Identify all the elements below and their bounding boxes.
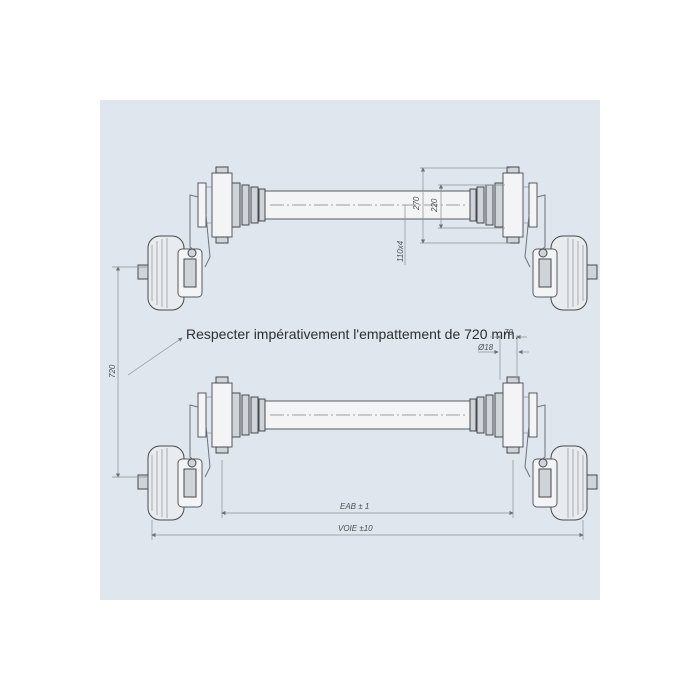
dim-hole-d18: Ø18: [477, 343, 494, 352]
eab-dimension: EAB ± 1: [221, 460, 514, 518]
dim-220: 220: [430, 198, 439, 213]
dim-bolt-pattern: 110x4: [396, 240, 405, 262]
voie-dimension: VOIE ±10: [151, 520, 584, 540]
dim-wheelbase: 720: [108, 364, 117, 378]
bottom-axle-assembly: [137, 376, 598, 521]
wheelbase-dimension: 720: [108, 266, 183, 478]
wheelbase-note: Respecter impérativement l'empattement d…: [186, 326, 519, 342]
dim-voie: VOIE ±10: [338, 524, 373, 533]
flange-dimensions: 70 Ø18: [477, 328, 529, 380]
dim-eab: EAB ± 1: [340, 502, 369, 511]
hub-dimensions: 270 220 110x4: [396, 167, 510, 265]
top-axle-assembly: [137, 166, 598, 311]
dim-flange-70: 70: [504, 328, 513, 337]
dim-270: 270: [412, 196, 421, 211]
